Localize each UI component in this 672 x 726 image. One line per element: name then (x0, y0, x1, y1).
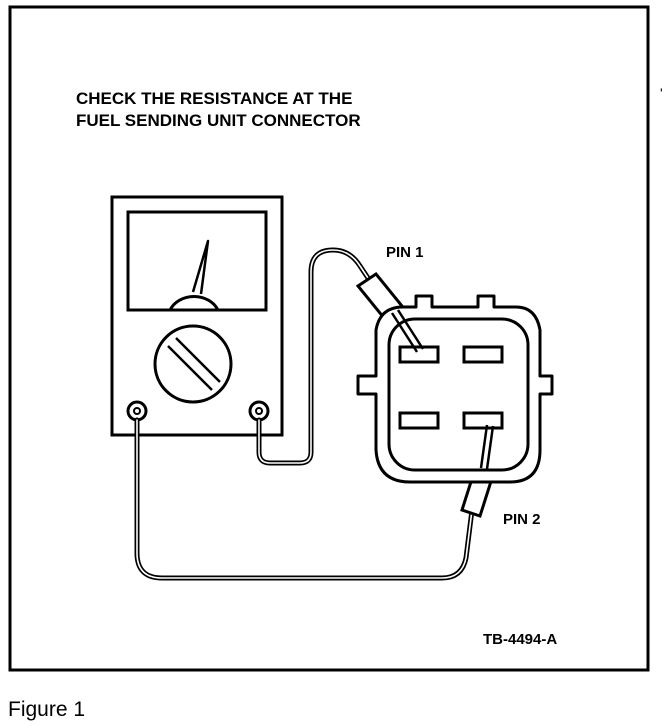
ohmmeter-icon (110, 195, 284, 437)
pin-cavity-2 (462, 411, 504, 430)
four-pin-connector-icon (356, 294, 554, 484)
pin-cavity-1 (398, 345, 440, 364)
meter-terminal-left-center (133, 407, 141, 415)
needle-hub (167, 295, 221, 312)
meter-needle (191, 239, 210, 295)
reference-code: TB-4494-A (483, 631, 557, 648)
dial-slot-b (175, 337, 221, 383)
selector-dial (153, 324, 233, 404)
instruction-line-2: FUEL SENDING UNIT CONNECTOR (76, 111, 361, 130)
figure-caption: Figure 1 (8, 698, 85, 721)
dial-slot-a (167, 345, 213, 391)
pin-cavity-top-right (462, 345, 504, 364)
margin-mark: ' (660, 85, 663, 101)
figure-frame (8, 5, 650, 672)
pin-1-label: PIN 1 (386, 244, 424, 261)
pin-cavity-bottom-left (398, 411, 440, 430)
instruction-line-1: CHECK THE RESISTANCE AT THE (76, 89, 352, 108)
meter-terminal-right-center (255, 407, 263, 415)
pin-2-label: PIN 2 (503, 511, 541, 528)
